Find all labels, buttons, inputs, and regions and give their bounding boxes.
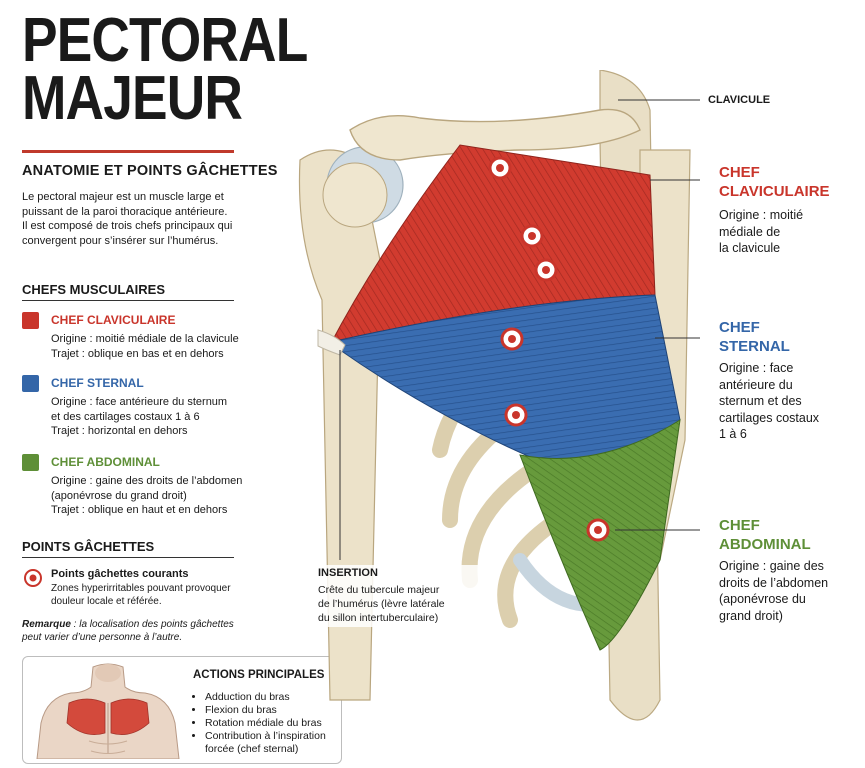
intro-line: puissant de la paroi thoracique antérieu… (22, 205, 228, 218)
label-line: du sillon intertuberculaire) (318, 612, 439, 624)
label-abdominal: CHEF ABDOMINAL Origine : gaine des droit… (719, 516, 859, 624)
intro-line: Il est composé de trois chefs principaux… (22, 220, 233, 232)
label-claviculaire-title: CLAVICULAIRE (719, 183, 830, 200)
label-line: la clavicule (719, 241, 781, 255)
sternal-swatch (22, 375, 39, 392)
pectoral-illustration (298, 70, 700, 721)
torso-icon (36, 663, 180, 759)
label-line: médiale de (719, 224, 781, 239)
page-title: PECTORAL MAJEUR (22, 6, 308, 133)
label-sternal: CHEF STERNAL Origine : face antérieure d… (719, 318, 859, 443)
action-item: Flexion du bras (205, 704, 339, 717)
chef-sternal-name: CHEF STERNAL (51, 376, 144, 390)
label-claviculaire: CHEF CLAVICULAIRE Origine : moitié média… (719, 163, 859, 257)
abdominal-swatch (22, 454, 39, 471)
remark-line: : la localisation des points gâchettes (70, 619, 234, 630)
actions-heading: ACTIONS PRINCIPALES (193, 669, 325, 681)
label-line: (aponévrose du (719, 592, 806, 606)
label-line: antérieure du (719, 377, 793, 392)
title-line-1: PECTORAL (22, 6, 308, 75)
remark-line: peut varier d’une personne à l’autre. (22, 631, 183, 643)
action-item: Adduction du bras (205, 691, 339, 704)
desc-line: Origine : gaine des droits de l’abdomen (51, 475, 243, 487)
target-icon (24, 569, 42, 587)
desc-line: Origine : moitié médiale de la clavicule (51, 333, 239, 345)
remark-label: Remarque (22, 619, 71, 630)
label-sternal-title: CHEF (719, 319, 760, 336)
title-line-2: MAJEUR (22, 64, 243, 133)
chef-claviculaire-desc: Origine : moitié médiale de la clavicule… (51, 332, 271, 361)
label-line: cartilages costaux (719, 410, 820, 425)
label-abdominal-title: ABDOMINAL (719, 536, 811, 553)
desc-line: Trajet : horizontal en dehors (51, 425, 188, 437)
action-item-line: forcée (chef sternal) (205, 743, 299, 755)
label-clavicule: CLAVICULE (708, 94, 771, 106)
desc-line: Trajet : oblique en haut et en dehors (51, 504, 228, 516)
desc-line: douleur locale et référée. (51, 595, 162, 607)
desc-line: (aponévrose du grand droit) (51, 489, 187, 502)
label-abdominal-title: CHEF (719, 517, 760, 534)
label-line: Origine : face (719, 361, 794, 375)
chef-abdominal-name: CHEF ABDOMINAL (51, 455, 160, 469)
desc-line: et des cartilages costaux 1 à 6 (51, 410, 200, 423)
label-line: Origine : gaine des (719, 559, 824, 573)
desc-line: Origine : face antérieure du sternum (51, 396, 228, 408)
label-insertion: INSERTION Crête du tubercule majeur de l… (316, 565, 490, 627)
chef-abdominal-desc: Origine : gaine des droits de l’abdomen … (51, 474, 271, 518)
label-line: 1 à 6 (719, 427, 747, 441)
desc-line: Trajet : oblique en bas et en dehors (51, 347, 224, 360)
label-line: Origine : moitié (719, 208, 804, 222)
points-heading: POINTS GÂCHETTES (22, 539, 155, 554)
label-line: droits de l’abdomen (719, 575, 829, 590)
label-claviculaire-title: CHEF (719, 164, 760, 181)
points-remark: Remarque : la localisation des points gâ… (22, 619, 262, 644)
chef-sternal-desc: Origine : face antérieure du sternum et … (51, 395, 271, 439)
trigger-points (488, 156, 610, 542)
intro-line: convergent pour s’insérer sur l’humérus. (22, 234, 219, 247)
label-line: de l’humérus (lèvre latérale (318, 598, 445, 610)
action-item-line: Contribution à l’inspiration (205, 730, 326, 742)
actions-list: Adduction du bras Flexion du bras Rotati… (193, 691, 339, 756)
intro-text: Le pectoral majeur est un muscle large e… (22, 190, 252, 248)
title-divider (22, 150, 234, 153)
points-divider (22, 557, 234, 558)
label-line: sternum et des (719, 394, 802, 408)
label-insertion-title: INSERTION (318, 567, 378, 579)
action-item: Rotation médiale du bras (205, 717, 339, 730)
claviculaire-swatch (22, 312, 39, 329)
points-item-desc: Zones hyperirritables pouvant provoquer … (51, 583, 251, 608)
actions-box: ACTIONS PRINCIPALES Adduction du bras Fl… (22, 656, 342, 764)
intro-heading: ANATOMIE ET POINTS GÂCHETTES (22, 163, 278, 179)
chefs-heading: CHEFS MUSCULAIRES (22, 282, 166, 297)
chef-claviculaire-name: CHEF CLAVICULAIRE (51, 313, 176, 327)
intro-line: Le pectoral majeur est un muscle large e… (22, 191, 224, 203)
desc-line: Zones hyperirritables pouvant provoquer (51, 583, 231, 594)
points-item-title: Points gâchettes courants (51, 568, 189, 580)
chefs-divider (22, 300, 234, 301)
label-line: grand droit) (719, 608, 783, 623)
label-sternal-title: STERNAL (719, 338, 790, 355)
label-line: Crête du tubercule majeur (318, 584, 440, 596)
